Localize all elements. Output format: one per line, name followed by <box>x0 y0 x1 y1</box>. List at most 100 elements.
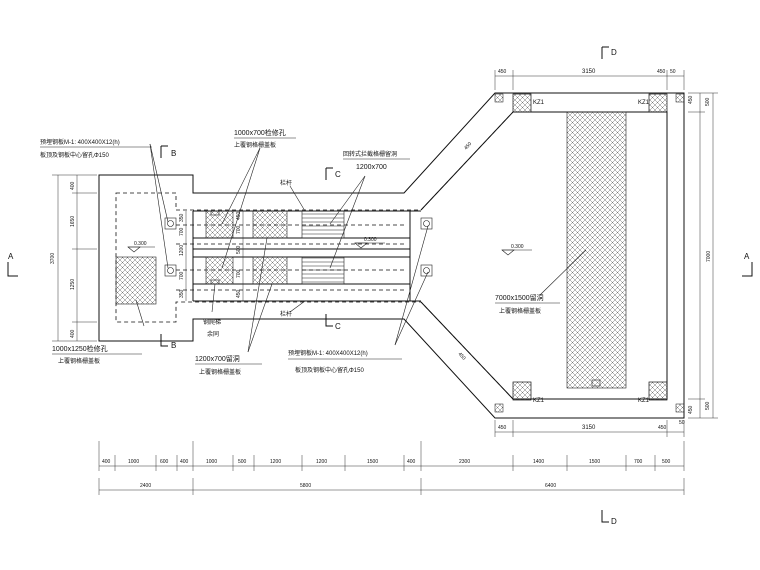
svg-text:A: A <box>8 252 14 261</box>
svg-text:1200: 1200 <box>270 459 281 465</box>
svg-text:450: 450 <box>236 289 242 298</box>
svg-text:1200x700: 1200x700 <box>356 164 387 171</box>
svg-text:3150: 3150 <box>582 425 596 431</box>
svg-text:700: 700 <box>179 271 185 280</box>
svg-text:D: D <box>611 48 617 57</box>
svg-text:预埋钢板M-1: 400X400X12(h): 预埋钢板M-1: 400X400X12(h) <box>288 349 368 357</box>
svg-text:400: 400 <box>70 329 76 338</box>
svg-text:1500: 1500 <box>367 459 378 465</box>
svg-text:钢爬梯: 钢爬梯 <box>203 318 221 326</box>
svg-text:450: 450 <box>236 211 242 220</box>
svg-text:400: 400 <box>180 459 189 465</box>
svg-text:450: 450 <box>657 69 666 75</box>
column-kz1 <box>648 93 668 113</box>
note-opening-1200x700: 1200x700留洞 上覆钢格栅盖板 <box>195 354 262 376</box>
elevation-mark: 0.300 <box>501 244 532 256</box>
hatch-1000x1250 <box>115 256 157 305</box>
dim-bottom-row1: 400 1000 600 400 1000 500 1200 1200 1500… <box>98 441 685 471</box>
svg-text:450: 450 <box>498 425 507 431</box>
column-small <box>675 93 685 103</box>
svg-text:400: 400 <box>102 459 111 465</box>
section-mark-c-bottom: C <box>325 314 341 331</box>
svg-text:700: 700 <box>236 225 242 234</box>
svg-text:上覆钢格栅盖板: 上覆钢格栅盖板 <box>499 307 541 315</box>
embedded-plate <box>420 217 433 230</box>
note-railing: 栏杆 <box>280 310 292 318</box>
svg-text:450: 450 <box>688 95 694 104</box>
ladder <box>591 379 601 387</box>
dim-bottom-row2: 2400 5800 6400 <box>98 478 685 495</box>
svg-text:1000x1250检修孔: 1000x1250检修孔 <box>52 344 108 353</box>
note-plate-left: 预埋钢板M-1: 400X400X12(h) 板顶及钢板中心留孔Φ150 <box>40 138 152 159</box>
svg-text:1000: 1000 <box>206 459 217 465</box>
svg-text:350: 350 <box>179 289 185 298</box>
hatch-1000x700 <box>205 210 234 239</box>
opening-7000x1500 <box>566 111 627 389</box>
svg-text:700: 700 <box>236 269 242 278</box>
embedded-plate <box>420 264 433 277</box>
embedded-plate <box>164 264 177 277</box>
opening-1200x700 <box>252 256 288 285</box>
wall-thickness-label: 450 <box>463 141 473 151</box>
svg-text:350: 350 <box>179 213 185 222</box>
section-mark-d-top: D <box>601 46 617 59</box>
note-ladder: 钢爬梯 余同 <box>203 318 221 338</box>
svg-text:5800: 5800 <box>300 483 311 489</box>
svg-text:450: 450 <box>498 69 507 75</box>
column-label: KZ1 <box>638 398 650 404</box>
svg-text:1400: 1400 <box>533 459 544 465</box>
section-mark-b-bottom: B <box>160 334 176 350</box>
dim-top: 450 3150 450 50 <box>494 69 685 90</box>
svg-text:50: 50 <box>670 69 676 75</box>
column-kz1 <box>648 381 668 401</box>
svg-text:500: 500 <box>705 401 711 410</box>
svg-text:A: A <box>744 252 750 261</box>
svg-text:0.300: 0.300 <box>364 237 377 243</box>
svg-text:1250: 1250 <box>70 279 76 290</box>
svg-text:7000x1500留洞: 7000x1500留洞 <box>495 293 544 302</box>
svg-text:500: 500 <box>238 459 247 465</box>
section-mark-c-top: C <box>325 167 341 180</box>
svg-text:回转式拦截格栅留洞: 回转式拦截格栅留洞 <box>343 150 397 158</box>
svg-text:400: 400 <box>70 181 76 190</box>
column-kz1 <box>512 381 532 401</box>
column-small <box>675 403 685 413</box>
svg-text:450: 450 <box>688 405 694 414</box>
ladder <box>210 210 220 216</box>
dim-bottom-tank: 450 3150 450 50 <box>494 420 685 437</box>
svg-text:余同: 余同 <box>207 330 219 338</box>
svg-text:1200: 1200 <box>316 459 327 465</box>
dim-channel-left: 350 700 1200 700 350 <box>179 211 187 301</box>
wall-thickness-label: 450 <box>457 351 467 361</box>
note-hatch-1000x1250: 1000x1250检修孔 上覆钢格栅盖板 <box>52 344 142 365</box>
screen-opening <box>301 256 345 285</box>
column-small <box>494 93 504 103</box>
svg-text:预埋钢板M-1: 400X400X12(h): 预埋钢板M-1: 400X400X12(h) <box>40 138 120 146</box>
svg-text:1200: 1200 <box>179 245 185 256</box>
svg-text:500: 500 <box>662 459 671 465</box>
svg-text:上覆钢格栅盖板: 上覆钢格栅盖板 <box>234 141 276 149</box>
svg-text:C: C <box>335 322 341 331</box>
svg-text:2300: 2300 <box>459 459 470 465</box>
dim-left: 3700 400 1650 1250 400 <box>50 174 97 342</box>
svg-text:B: B <box>171 149 176 158</box>
right-tank-inner-wall <box>420 111 668 400</box>
svg-text:1650: 1650 <box>70 216 76 227</box>
dim-right: 450 500 450 500 7000 <box>688 92 718 419</box>
svg-text:2400: 2400 <box>140 483 151 489</box>
note-railing: 栏杆 <box>280 179 292 187</box>
structure-outline <box>98 92 685 419</box>
svg-text:50: 50 <box>679 420 685 426</box>
leader-lines <box>135 143 587 353</box>
svg-text:上覆钢格栅盖板: 上覆钢格栅盖板 <box>58 357 100 365</box>
note-hatch-1000x700: 1000x700检修孔 上覆钢格栅盖板 <box>234 128 296 149</box>
svg-text:700: 700 <box>634 459 643 465</box>
svg-text:0.300: 0.300 <box>134 241 147 247</box>
svg-text:板顶及钢板中心留孔Φ150: 板顶及钢板中心留孔Φ150 <box>295 366 364 374</box>
svg-text:400: 400 <box>407 459 416 465</box>
column-label: KZ1 <box>638 100 650 106</box>
note-opening-7000x1500: 7000x1500留洞 上覆钢格栅盖板 <box>495 293 560 315</box>
svg-text:B: B <box>171 341 176 350</box>
svg-text:600: 600 <box>160 459 169 465</box>
svg-text:0.300: 0.300 <box>511 244 524 250</box>
